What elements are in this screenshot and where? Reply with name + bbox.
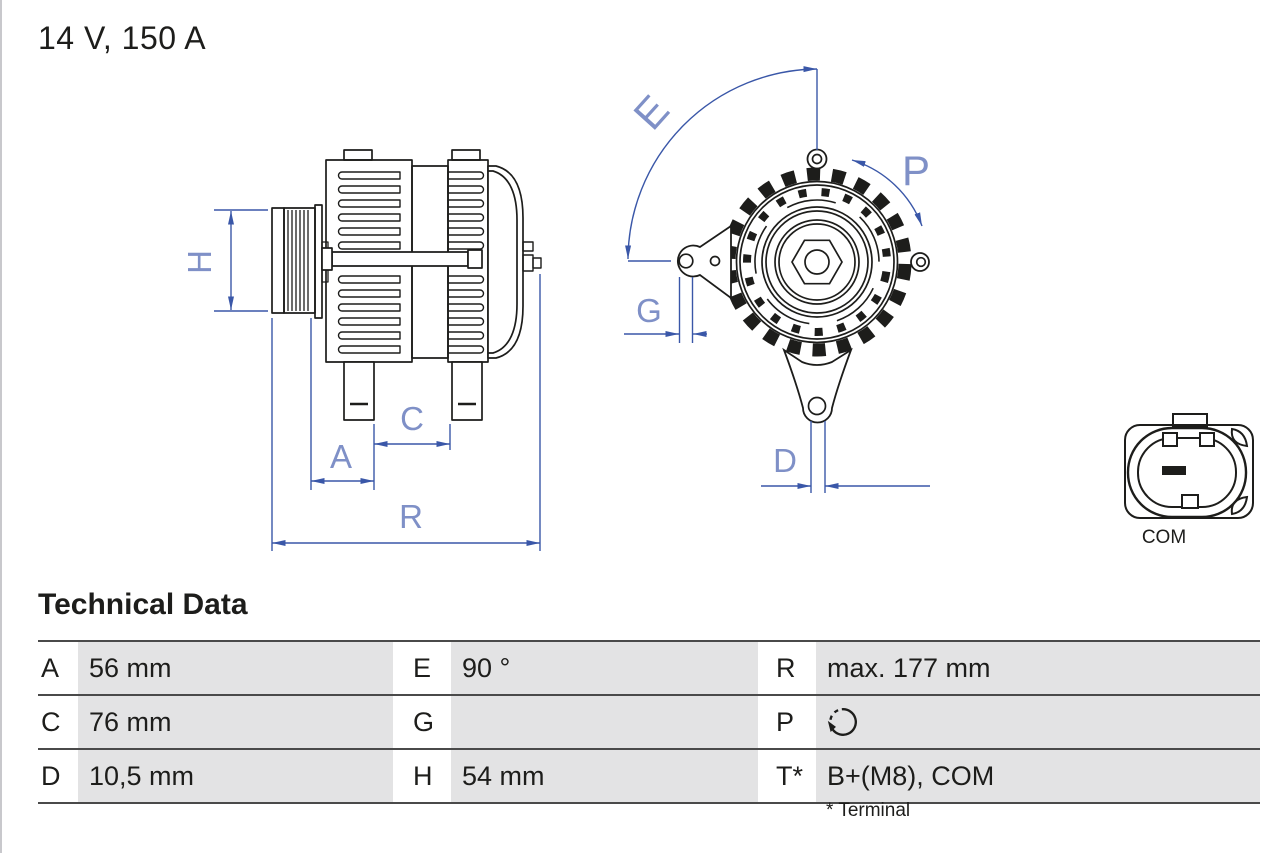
dimension-label-h: H [181, 250, 218, 274]
left-mounting-lug [676, 224, 732, 300]
com-connector-diagram [1124, 413, 1254, 519]
bottom-mounting-lug [782, 347, 853, 424]
dimension-label-g: G [636, 292, 662, 329]
connector-label: COM [1142, 527, 1186, 548]
dim-key-c: C [38, 696, 78, 748]
dimension-label-r: R [399, 498, 423, 535]
rotation-direction-icon [827, 708, 857, 736]
dim-key-h: H [393, 750, 451, 802]
dim-value-e: 90 ° [451, 642, 758, 694]
dim-key-p: P [758, 696, 816, 748]
alternator-side-view [271, 149, 542, 421]
table-row: A 56 mm E 90 ° R max. 177 mm [38, 642, 1260, 696]
shaft-hole [804, 249, 830, 275]
side-view-dimensions [214, 209, 541, 551]
dim-value-t: B+(M8), COM [816, 750, 1260, 802]
page-title: 14 V, 150 A [38, 20, 207, 56]
dim-value-r: max. 177 mm [816, 642, 1260, 694]
dimension-label-a: A [330, 438, 352, 475]
dim-key-r: R [758, 642, 816, 694]
dim-key-a: A [38, 642, 78, 694]
dim-key-t: T* [758, 750, 816, 802]
pulley [271, 204, 329, 319]
shaft-nut [791, 239, 843, 285]
vent-teeth-ring [722, 167, 912, 357]
dim-key-e: E [393, 642, 451, 694]
dim-value-g [451, 696, 758, 748]
dim-value-p [816, 696, 1260, 748]
alternator-front-view [676, 148, 930, 424]
top-mounting-ear [806, 148, 828, 170]
dimension-label-c: C [400, 400, 424, 437]
dim-value-a: 56 mm [78, 642, 393, 694]
technical-data-heading: Technical Data [38, 588, 248, 621]
table-row: C 76 mm G P [38, 696, 1260, 750]
angle-e-arc [625, 66, 818, 260]
housing [321, 149, 489, 363]
alternator-technical-drawing: H A C R [181, 66, 1254, 551]
front-view-dimensions [624, 66, 930, 493]
technical-data-table: A 56 mm E 90 ° R max. 177 mm C 76 mm G P… [38, 640, 1260, 804]
terminal-footnote: * Terminal [826, 800, 911, 821]
dim-key-g: G [393, 696, 451, 748]
rear-cover [487, 165, 542, 359]
dim-value-c: 76 mm [78, 696, 393, 748]
mounting-feet [343, 361, 483, 421]
dimension-label-e: E [624, 86, 678, 138]
bplus-terminal-stud [522, 254, 534, 272]
table-row: D 10,5 mm H 54 mm T* B+(M8), COM [38, 750, 1260, 804]
dimension-label-p: P [902, 147, 930, 194]
dimension-label-d: D [773, 442, 797, 479]
com-terminal-pin [1162, 466, 1186, 475]
right-mounting-ear [910, 252, 930, 272]
dim-key-d: D [38, 750, 78, 802]
rotation-direction-arrow [851, 159, 923, 227]
dim-value-d: 10,5 mm [78, 750, 393, 802]
dim-value-h: 54 mm [451, 750, 758, 802]
